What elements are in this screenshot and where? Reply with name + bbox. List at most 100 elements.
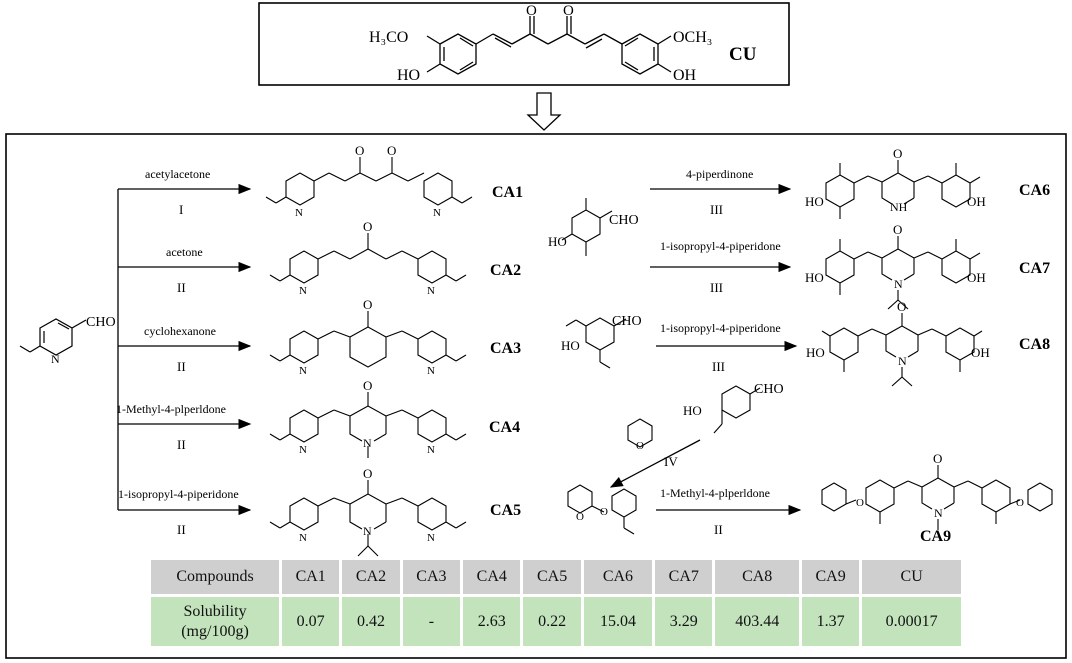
reagent-ca7: 1-isopropyl-4-piperidone	[660, 239, 781, 253]
ca5-n-ring: N	[363, 524, 372, 538]
product-ca9-label: CA9	[920, 528, 951, 545]
condition-ca6: III	[710, 202, 723, 217]
product-ca2-structure	[269, 233, 467, 284]
dihydropyran-o: O	[636, 440, 644, 452]
ca2-n2: N	[427, 285, 435, 297]
ca2-o: O	[363, 219, 372, 234]
ca9-n: N	[934, 506, 943, 520]
reagent-ca5: 1-isopropyl-4-piperidone	[118, 487, 239, 501]
condition-ca7: III	[710, 280, 723, 295]
product-ca3-structure	[269, 311, 467, 368]
start-aldehyde-cho: CHO	[86, 315, 116, 330]
ca3-o: O	[363, 297, 372, 312]
ca7-n: N	[894, 277, 903, 291]
product-ca7-label: CA7	[1019, 260, 1050, 277]
aldehyde-dimethyl-ho: HO	[548, 234, 567, 249]
ca8-ho: HO	[806, 345, 825, 360]
product-ca2-label: CA2	[490, 262, 521, 279]
product-ca6-label: CA6	[1019, 182, 1050, 199]
reagent-ca6: 4-piperdinone	[686, 167, 753, 181]
value-cell: 1.37	[801, 597, 860, 646]
thp-intermediate-ring-o: O	[576, 511, 584, 523]
value-cell: 0.42	[342, 597, 400, 646]
condition-ca5: II	[177, 522, 186, 537]
ca3-n1: N	[299, 365, 307, 377]
reagent-ca9: 1-Methyl-4-plperldone	[660, 486, 770, 500]
value-cell: 403.44	[715, 597, 799, 646]
vanillin-cho: CHO	[754, 382, 784, 397]
ca5-o: O	[363, 466, 372, 481]
solubility-table-header-row: Compounds CA1 CA2 CA3 CA4 CA5 CA6 CA7 CA…	[151, 560, 961, 594]
thp-intermediate-link-o: O	[600, 506, 608, 518]
ca7-o: O	[893, 222, 902, 237]
solubility-table-value-row: Solubility (mg/100g) 0.07 0.42 - 2.63 0.…	[151, 597, 961, 646]
curcumin-right-hydroxy: OH	[673, 67, 697, 84]
product-ca9-structure	[821, 465, 1053, 530]
down-arrow-icon	[526, 92, 562, 131]
header-cell: Compounds	[151, 560, 279, 594]
curcumin-right-methoxy: OCH₃	[673, 29, 712, 46]
row-label-cell: Solubility (mg/100g)	[151, 597, 279, 646]
ca1-o2: O	[387, 143, 396, 158]
ca5-n2: N	[427, 532, 435, 544]
ca4-n2: N	[427, 444, 435, 456]
ca6-o: O	[893, 146, 902, 161]
header-cell: CA3	[402, 560, 461, 594]
reagent-ca3: cyclohexanone	[144, 324, 216, 338]
aldehyde-dimethyl-cho: CHO	[609, 213, 639, 228]
product-ca3-label: CA3	[490, 340, 521, 357]
value-cell: 15.04	[583, 597, 653, 646]
aldehyde-syringyl-ho: HO	[561, 338, 580, 353]
product-ca5-label: CA5	[490, 502, 521, 519]
scheme-box	[5, 133, 1067, 659]
header-cell: CA8	[715, 560, 799, 594]
vanillin-ho: HO	[683, 403, 702, 418]
dihydropyran-structure	[627, 418, 653, 448]
start-aldehyde-n: N	[51, 352, 60, 366]
header-cell: CA9	[801, 560, 860, 594]
product-ca5-structure	[269, 480, 467, 557]
ca4-n-ring: N	[363, 436, 372, 450]
ca9-o-right: O	[1016, 497, 1024, 509]
product-ca6-structure	[825, 160, 981, 219]
condition-ca9: II	[714, 522, 723, 537]
header-cell: CA1	[282, 560, 340, 594]
ca1-n2: N	[433, 207, 441, 219]
value-cell: -	[402, 597, 461, 646]
ca6-ho: HO	[805, 194, 824, 209]
value-cell: 0.07	[282, 597, 340, 646]
ca5-n1: N	[299, 532, 307, 544]
curcumin-ketone-o2: O	[563, 3, 574, 19]
ca6-oh: OH	[967, 194, 986, 209]
curcumin-structure	[426, 16, 672, 75]
ca7-ho: HO	[805, 270, 824, 285]
aldehyde-dimethyl-structure	[561, 198, 613, 256]
reagent-ca2: acetone	[166, 245, 203, 259]
condition-ca2: II	[177, 280, 186, 295]
header-cell: CA4	[463, 560, 521, 594]
ca4-n1: N	[299, 444, 307, 456]
curcumin-left-methoxy: H₃CO	[369, 29, 408, 46]
product-ca7-structure	[825, 236, 981, 310]
curcumin-box	[258, 2, 790, 86]
vanillin-structure	[713, 385, 761, 434]
condition-ca1: I	[179, 202, 183, 217]
header-cell: CU	[862, 560, 961, 594]
reagent-ca8: 1-isopropyl-4-piperidone	[660, 321, 781, 335]
product-ca4-structure	[269, 392, 467, 458]
left-reaction-arrows	[118, 183, 252, 516]
product-ca1-label: CA1	[492, 184, 523, 201]
ca9-o-left: O	[856, 497, 864, 509]
value-cell: 2.63	[463, 597, 521, 646]
right-reaction-arrows	[609, 183, 802, 516]
value-cell: 0.00017	[862, 597, 961, 646]
product-ca8-label: CA8	[1019, 336, 1050, 353]
condition-protection: IV	[664, 454, 678, 469]
ca2-n1: N	[299, 285, 307, 297]
header-cell: CA6	[583, 560, 653, 594]
solubility-table: Compounds CA1 CA2 CA3 CA4 CA5 CA6 CA7 CA…	[148, 557, 964, 649]
row-label-line2: (mg/100g)	[181, 622, 249, 640]
thp-intermediate-structure	[567, 484, 637, 535]
condition-ca3: II	[177, 359, 186, 374]
